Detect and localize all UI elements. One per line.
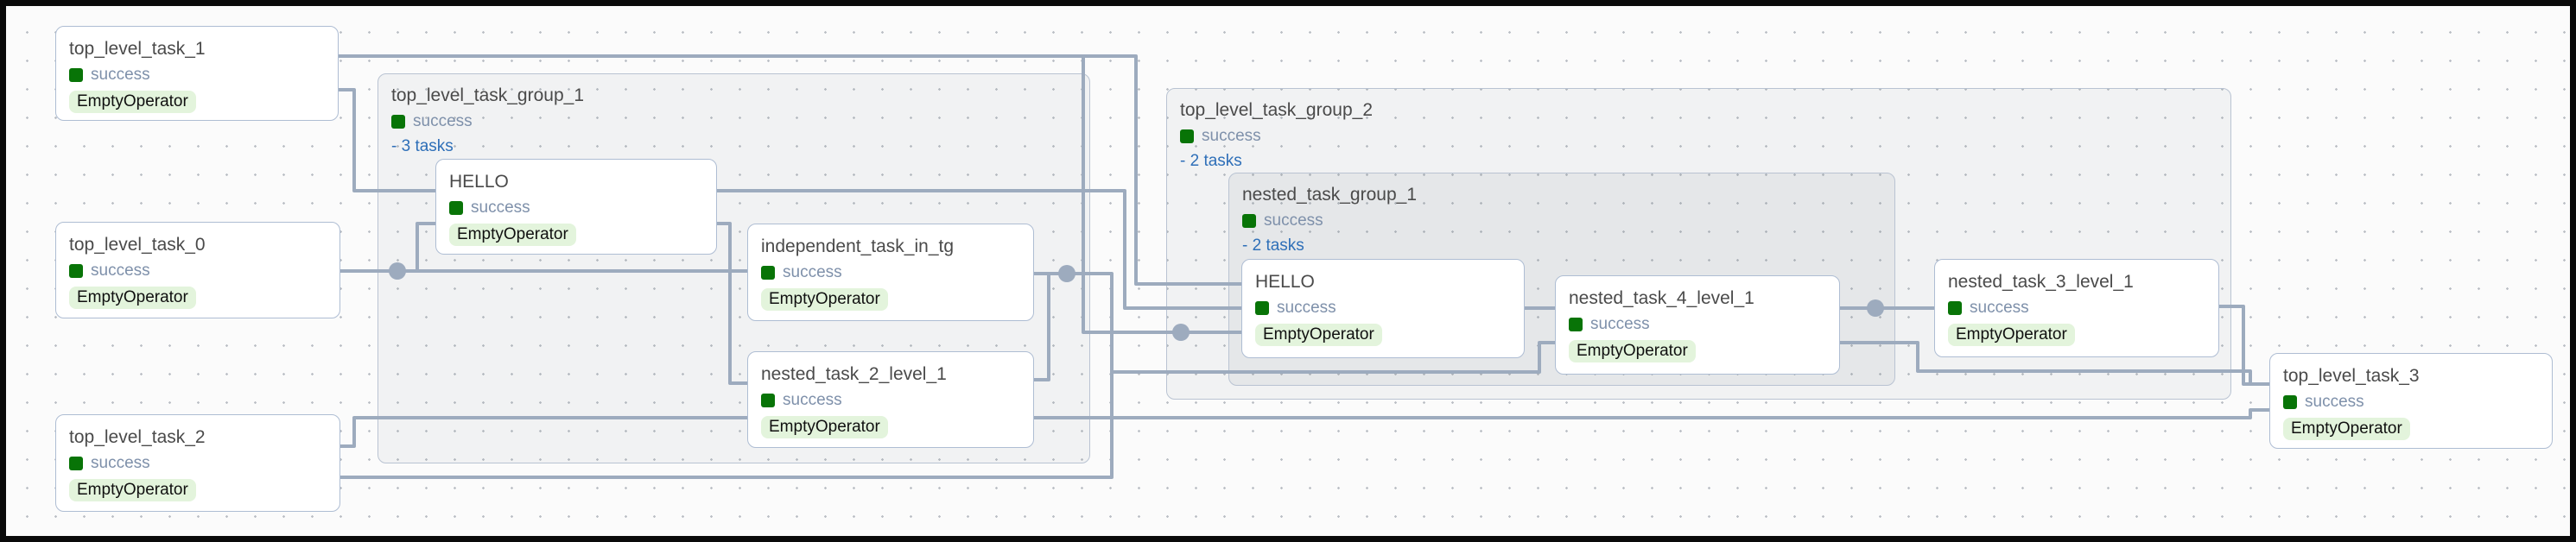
dag-edge-10 — [1034, 274, 1050, 381]
task-title: HELLO — [1255, 272, 1315, 292]
task-status: success — [449, 199, 703, 217]
dag-edge-5 — [717, 222, 747, 385]
task-status-label: success — [91, 262, 150, 280]
success-status-icon — [1180, 129, 1194, 144]
success-status-icon — [1242, 214, 1256, 229]
task-operator-badge: EmptyOperator — [69, 479, 196, 502]
dag-edge-4 — [717, 189, 1241, 310]
task-operator-badge: EmptyOperator — [761, 288, 888, 312]
success-status-icon — [69, 264, 83, 279]
edge-junction-dot-3 — [1867, 299, 1884, 317]
edge-layer — [339, 54, 2269, 479]
task-status: success — [761, 263, 1020, 282]
task-group-status-label: success — [413, 112, 473, 131]
task-status: success — [1948, 299, 2205, 318]
dag-edge-0 — [339, 54, 1241, 286]
task-status-label: success — [471, 199, 530, 217]
dag-edge-7 — [1034, 408, 2269, 419]
task-operator-badge: EmptyOperator — [761, 416, 888, 439]
edge-junction-dot-1 — [1058, 265, 1075, 282]
task-group-status: success — [391, 112, 1076, 131]
task-status-label: success — [1590, 315, 1650, 334]
task-status-label: success — [1970, 299, 2029, 318]
success-status-icon — [1948, 301, 1962, 316]
success-status-icon — [2283, 395, 2297, 410]
task-status: success — [69, 66, 325, 85]
task-status-label: success — [91, 66, 150, 85]
task-group-collapse-link[interactable]: - 2 tasks — [1242, 236, 1304, 255]
success-status-icon — [69, 457, 83, 471]
task-status: success — [2283, 393, 2539, 412]
task-operator-badge: EmptyOperator — [69, 91, 196, 114]
task-status: success — [1255, 299, 1511, 318]
dag-edge-11 — [1082, 56, 1241, 334]
success-status-icon — [761, 266, 775, 280]
task-group-status-label: success — [1202, 127, 1261, 146]
success-status-icon — [761, 394, 775, 408]
edge-junction-dot-0 — [389, 262, 406, 280]
task-title: nested_task_4_level_1 — [1569, 288, 1754, 308]
task-group-collapse-link[interactable]: - 2 tasks — [1180, 152, 1242, 171]
dag-edge-3 — [397, 222, 435, 273]
task-group-collapse-link[interactable]: - 3 tasks — [391, 137, 454, 156]
success-status-icon — [391, 115, 405, 129]
success-status-icon — [1255, 301, 1269, 316]
task-status-label: success — [91, 454, 150, 473]
edge-junction-dot-2 — [1172, 324, 1190, 341]
task-title: top_level_task_2 — [69, 427, 206, 447]
task-group-status: success — [1180, 127, 2218, 146]
task-group-status: success — [1242, 211, 1881, 230]
success-status-icon — [1569, 318, 1583, 332]
task-title: HELLO — [449, 172, 509, 192]
dag-edge-8 — [340, 341, 1555, 479]
task-operator-badge: EmptyOperator — [69, 287, 196, 310]
success-status-icon — [449, 201, 463, 216]
task-operator-badge: EmptyOperator — [1255, 324, 1382, 347]
task-status: success — [761, 391, 1020, 410]
task-operator-badge: EmptyOperator — [1569, 340, 1696, 363]
task-status-label: success — [783, 263, 842, 282]
task-title: top_level_task_0 — [69, 235, 206, 255]
task-status-label: success — [2305, 393, 2364, 412]
task-group-status-label: success — [1264, 211, 1323, 230]
dag-edge-15 — [2219, 305, 2269, 386]
task-status-label: success — [1277, 299, 1336, 318]
task-group-title: top_level_task_group_2 — [1180, 100, 1374, 120]
task-status: success — [1569, 315, 1826, 334]
dag-edge-6 — [340, 416, 747, 448]
task-operator-badge: EmptyOperator — [2283, 418, 2410, 441]
task-title: independent_task_in_tg — [761, 236, 955, 256]
dag-edge-9 — [1034, 272, 1114, 372]
task-operator-badge: EmptyOperator — [1948, 324, 2075, 347]
task-title: nested_task_3_level_1 — [1948, 272, 2134, 292]
task-operator-badge: EmptyOperator — [449, 224, 576, 247]
task-status: success — [69, 262, 327, 280]
task-title: top_level_task_3 — [2283, 366, 2420, 386]
dag-edge-1 — [339, 88, 435, 192]
success-status-icon — [69, 68, 83, 83]
task-status: success — [69, 454, 327, 473]
task-group-title: nested_task_group_1 — [1242, 185, 1417, 205]
task-title: nested_task_2_level_1 — [761, 364, 947, 384]
task-group-title: top_level_task_group_1 — [391, 85, 585, 105]
task-title: top_level_task_1 — [69, 39, 206, 59]
task-status-label: success — [783, 391, 842, 410]
